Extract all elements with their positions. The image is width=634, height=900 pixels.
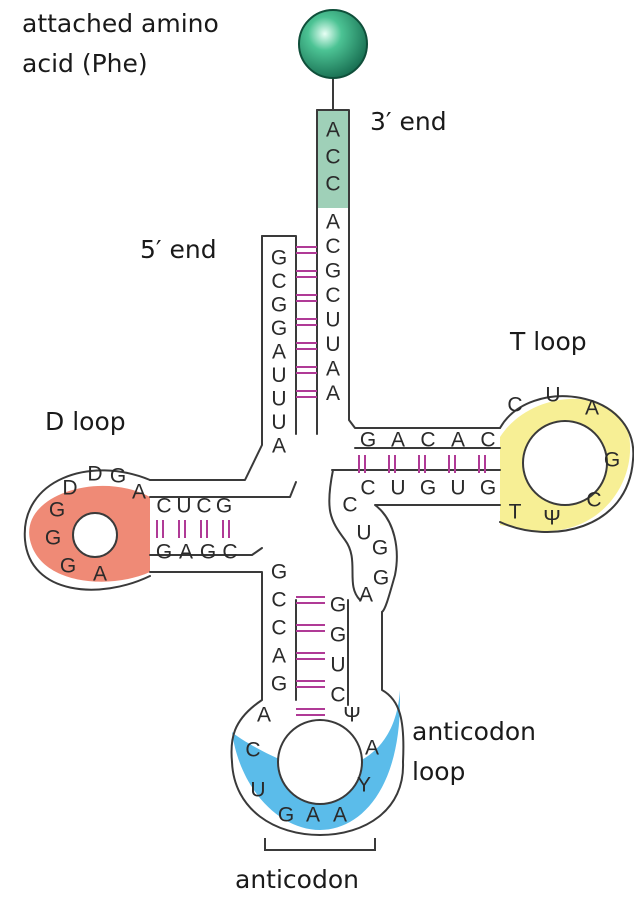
anticodon-loop-label-line2: loop [412,757,465,786]
base-d-stem-bottom-1: A [179,541,193,564]
base-t-stem-bottom-4: G [480,477,496,500]
base-acceptor-5prime-stem-6: U [271,388,286,411]
base-anticodon-stem-left-0: G [271,561,287,584]
base-acceptor-3prime-stem-6: A [326,358,340,381]
base-acceptor-3prime-stem-7: A [326,382,340,405]
base-anticodon-stem-left-2: C [271,617,286,640]
anticodon-loop-label-line1: anticodon [412,717,536,746]
base-anticodon-loop-6: Y [357,774,371,797]
base-acceptor-3prime-stem-3: C [325,284,340,307]
base-t-stem-top-4: C [480,429,495,452]
base-d-stem-bottom-0: G [156,541,172,564]
d-loop-label: D loop [45,407,126,436]
base-d-stem-top-3: G [216,495,232,518]
base-d-stem-bottom-2: G [200,541,216,564]
base-d-stem-bottom-3: C [222,541,237,564]
base-t-stem-top-1: A [391,429,405,452]
base-anticodon-stem-left-4: G [271,673,287,696]
anticodon-loop-hole [277,719,363,805]
acceptor-end-highlight [317,110,349,208]
base-variable-loop-3: G [373,567,389,590]
base-d-loop-7: A [93,563,107,586]
base-anticodon-loop-7: A [365,737,379,760]
base-t-stem-top-2: C [420,429,435,452]
base-anticodon-stem-right-0: G [330,594,346,617]
base-d-loop-3: D [62,477,77,500]
base-t-stem-top-3: A [451,429,465,452]
base-acceptor-3prime-stem-2: G [325,260,341,283]
base-d-loop-1: G [110,465,126,488]
base-acceptor-5prime-stem-3: G [271,317,287,340]
anticodon-label: anticodon [235,865,359,894]
base-acceptor-3prime-end-0: A [326,119,340,142]
base-d-stem-top-1: U [176,495,191,518]
base-acceptor-3prime-stem-5: U [325,333,340,356]
five-prime-end-label: 5′ end [140,235,217,264]
base-t-loop-4: C [586,489,601,512]
base-t-stem-bottom-3: U [450,477,465,500]
t-loop-label: T loop [509,327,587,356]
base-t-loop-0: C [507,394,522,417]
base-acceptor-5prime-stem-5: U [271,364,286,387]
base-anticodon-loop-3: G [278,804,294,827]
base-acceptor-5prime-stem-7: U [271,411,286,434]
base-t-loop-3: G [604,449,620,472]
base-variable-loop-1: U [356,522,371,545]
base-t-loop-5: Ψ [543,507,561,530]
base-anticodon-stem-left-1: C [271,589,286,612]
base-d-loop-0: A [132,481,146,504]
base-anticodon-loop-1: C [245,739,260,762]
base-pair-bonds [156,246,486,716]
base-d-loop-6: G [60,555,76,578]
d-loop-hole [72,512,118,558]
base-acceptor-5prime-stem-1: C [271,270,286,293]
base-anticodon-loop-0: A [257,704,271,727]
base-acceptor-3prime-stem-1: C [325,235,340,258]
base-t-stem-bottom-2: G [420,477,436,500]
base-acceptor-3prime-stem-0: A [326,211,340,234]
base-variable-loop-4: A [359,584,373,607]
base-anticodon-loop-2: U [250,779,265,802]
base-d-loop-2: D [87,463,102,486]
base-anticodon-stem-right-2: U [330,654,345,677]
base-anticodon-loop-8: Ψ [343,704,361,727]
amino-acid-label-line1: attached amino [22,9,219,38]
backbone-outline [23,109,634,836]
t-loop-hole [522,420,608,506]
base-d-loop-5: G [45,527,61,550]
base-d-stem-top-2: C [196,495,211,518]
base-t-stem-bottom-0: C [360,477,375,500]
base-t-loop-2: A [585,397,599,420]
base-anticodon-stem-right-1: G [330,624,346,647]
base-acceptor-3prime-end-2: C [325,173,340,196]
base-variable-loop-2: G [372,537,388,560]
base-d-loop-4: G [49,499,65,522]
base-acceptor-5prime-stem-4: A [272,341,286,364]
base-acceptor-5prime-stem-2: G [271,294,287,317]
base-anticodon-loop-4: A [306,804,320,827]
base-anticodon-loop-5: A [333,804,347,827]
base-variable-loop-0: C [342,494,357,517]
base-acceptor-3prime-stem-4: U [325,309,340,332]
amino-acid-label-line2: acid (Phe) [22,49,148,78]
base-t-stem-bottom-1: U [390,477,405,500]
base-t-loop-1: U [545,384,560,407]
base-acceptor-3prime-end-1: C [325,146,340,169]
base-d-stem-top-0: C [156,495,171,518]
base-acceptor-5prime-stem-8: A [272,435,286,458]
three-prime-end-label: 3′ end [370,107,447,136]
base-acceptor-5prime-stem-0: G [271,247,287,270]
anticodon-loop-region [232,690,400,830]
base-t-loop-6: T [509,501,522,524]
anticodon-bracket [264,838,376,851]
base-anticodon-stem-right-3: C [330,684,345,707]
base-t-stem-top-0: G [360,429,376,452]
amino-acid-sphere [298,9,368,79]
base-anticodon-stem-left-3: A [272,645,286,668]
